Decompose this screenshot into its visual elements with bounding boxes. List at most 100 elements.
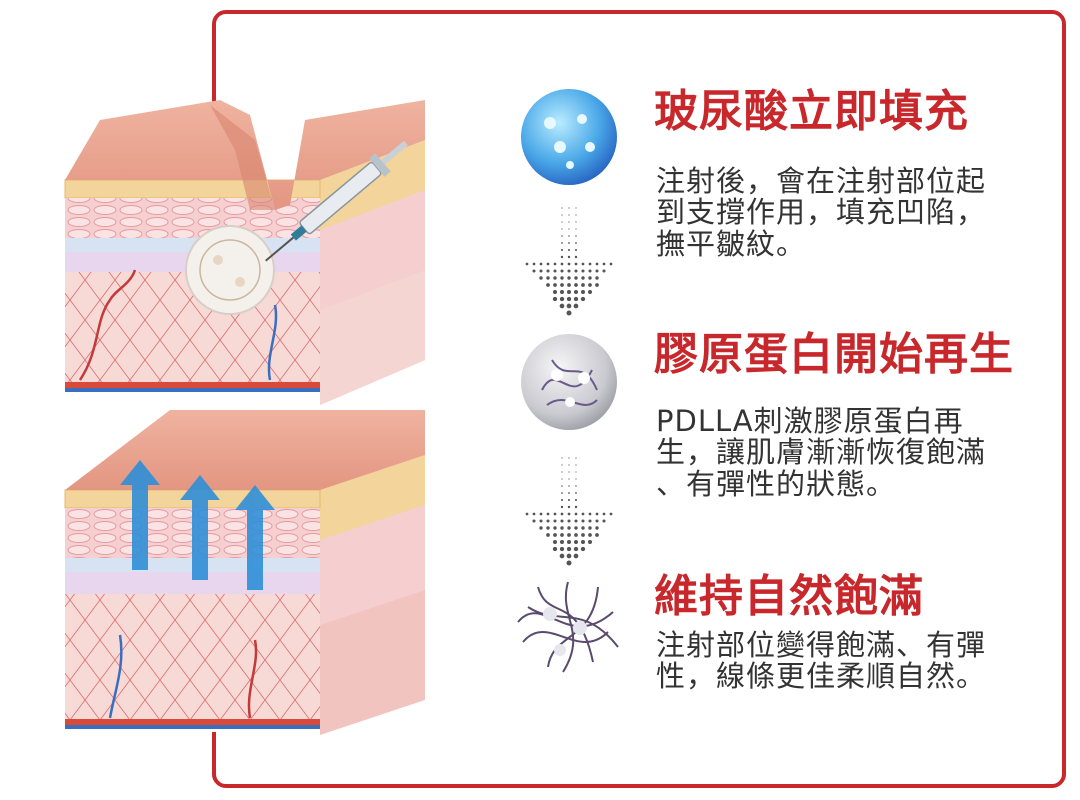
arrow-dot bbox=[581, 526, 585, 530]
down-arrow-icon bbox=[525, 207, 613, 316]
arrow-dot bbox=[573, 296, 579, 302]
collagen-sphere-icon bbox=[521, 334, 617, 430]
step-2-line: 、有彈性的狀態。 bbox=[656, 466, 897, 501]
arrow-dot bbox=[552, 546, 558, 552]
arrow-dot bbox=[595, 262, 599, 266]
arrow-dot bbox=[588, 262, 592, 266]
step-3-title: 維持自然飽滿 bbox=[654, 571, 924, 622]
arrow-dot bbox=[553, 512, 557, 516]
arrow-dot bbox=[581, 519, 585, 523]
skin-after-illustration bbox=[64, 410, 425, 735]
arrow-dot bbox=[561, 221, 563, 223]
arrow-dot bbox=[580, 546, 586, 552]
arrow-dot bbox=[575, 457, 577, 459]
arrow-dot bbox=[539, 519, 543, 523]
arrow-dot bbox=[546, 276, 550, 280]
arrow-dot bbox=[553, 276, 557, 280]
arrow-dot bbox=[575, 214, 577, 216]
hyaluronic-acid-sphere-icon bbox=[521, 89, 617, 185]
step-1-line: 到支撐作用，填充凹陷， bbox=[656, 195, 987, 230]
arrow-dot bbox=[574, 512, 578, 516]
step-2-line: 生，讓肌膚漸漸恢復飽滿 bbox=[656, 435, 987, 470]
arrow-dot bbox=[553, 519, 557, 523]
arrow-dot bbox=[575, 492, 577, 494]
arrow-dot bbox=[588, 533, 592, 537]
arrow-dot bbox=[566, 303, 572, 309]
arrow-dot bbox=[575, 464, 577, 466]
arrow-dot bbox=[561, 492, 563, 494]
arrow-dot bbox=[580, 539, 586, 545]
arrow-dot bbox=[539, 276, 543, 280]
arrow-dot bbox=[566, 539, 572, 545]
arrow-dot bbox=[566, 546, 572, 552]
arrow-dot bbox=[566, 310, 572, 316]
arrow-dot bbox=[567, 526, 571, 530]
step-2-title: 膠原蛋白開始再生 bbox=[654, 329, 1014, 380]
arrow-dot bbox=[602, 262, 606, 266]
arrow-dot bbox=[581, 276, 585, 280]
arrow-dot bbox=[602, 269, 606, 273]
arrow-dot bbox=[568, 485, 570, 487]
arrow-dot bbox=[532, 269, 536, 273]
arrow-dot bbox=[574, 519, 578, 523]
arrow-dot bbox=[581, 283, 585, 287]
arrow-dot bbox=[567, 498, 571, 502]
arrow-dot bbox=[546, 269, 550, 273]
arrow-dot bbox=[553, 533, 557, 537]
arrow-dot bbox=[553, 269, 557, 273]
step-3-line: 性，線條更佳柔順自然。 bbox=[656, 659, 987, 694]
arrow-dot bbox=[588, 526, 592, 530]
collagen-fiber-network-icon bbox=[517, 581, 619, 673]
arrow-dot bbox=[574, 526, 578, 530]
arrow-dot bbox=[561, 207, 563, 209]
arrow-dot bbox=[559, 289, 565, 295]
arrow-dot bbox=[595, 533, 599, 537]
step-3-line: 注射部位變得飽滿、有彈 bbox=[656, 628, 987, 662]
arrow-dot bbox=[566, 296, 572, 302]
arrow-dot bbox=[568, 471, 570, 473]
arrow-dot bbox=[561, 228, 563, 230]
arrow-dot bbox=[561, 214, 563, 216]
arrow-dot bbox=[566, 553, 572, 559]
arrow-dot bbox=[581, 533, 585, 537]
arrow-dot bbox=[588, 276, 592, 280]
arrow-dot bbox=[546, 526, 550, 530]
arrow-dot bbox=[574, 533, 578, 537]
arrow-dot bbox=[595, 512, 599, 516]
arrow-dot bbox=[560, 255, 564, 259]
arrow-dot bbox=[568, 235, 570, 237]
arrow-dot bbox=[595, 526, 599, 530]
arrow-dot bbox=[567, 505, 571, 509]
arrow-dot bbox=[546, 533, 550, 537]
arrow-dot bbox=[546, 519, 550, 523]
arrow-dot bbox=[566, 560, 572, 566]
arrow-dot bbox=[588, 519, 592, 523]
arrow-dot bbox=[532, 519, 536, 523]
arrow-dot bbox=[552, 289, 558, 295]
arrow-dot bbox=[609, 512, 613, 516]
arrow-dot bbox=[561, 457, 563, 459]
arrow-dot bbox=[552, 296, 558, 302]
arrow-dot bbox=[567, 533, 571, 537]
arrow-dot bbox=[525, 262, 529, 266]
arrow-dot bbox=[567, 262, 571, 266]
arrow-dot bbox=[568, 464, 570, 466]
arrow-dot bbox=[574, 283, 578, 287]
arrow-dot bbox=[574, 262, 578, 266]
arrow-dot bbox=[561, 242, 563, 244]
arrow-dot bbox=[525, 512, 529, 516]
arrow-dot bbox=[559, 553, 565, 559]
arrow-dot bbox=[575, 228, 577, 230]
arrow-dot bbox=[539, 262, 543, 266]
arrow-dot bbox=[560, 283, 564, 287]
arrow-dot bbox=[567, 255, 571, 259]
arrow-dot bbox=[546, 262, 550, 266]
arrow-dot bbox=[561, 485, 563, 487]
arrow-dot bbox=[574, 276, 578, 280]
arrow-dot bbox=[568, 207, 570, 209]
arrow-dot bbox=[574, 505, 578, 509]
arrow-dot bbox=[573, 539, 579, 545]
arrow-dot bbox=[595, 519, 599, 523]
arrow-dot bbox=[568, 478, 570, 480]
arrow-dot bbox=[560, 533, 564, 537]
